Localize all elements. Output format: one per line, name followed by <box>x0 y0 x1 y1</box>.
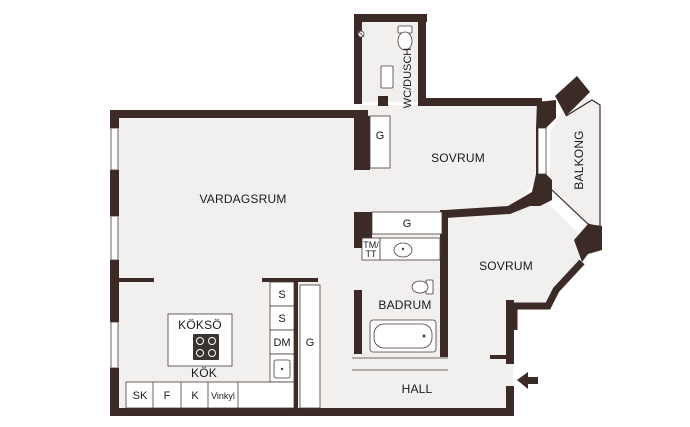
wall-left-4 <box>110 368 119 416</box>
window-living-1 <box>110 127 119 171</box>
balcony-rail <box>551 99 601 229</box>
room-label-living: VARDAGSRUM <box>199 192 286 206</box>
bathtub-icon <box>369 319 437 353</box>
wall-wc-right <box>418 14 426 106</box>
shower-icon <box>356 29 365 38</box>
sink-icon <box>380 65 394 89</box>
label-tmtt: TM/TT <box>363 240 379 259</box>
balcony-floor <box>550 90 600 230</box>
label-vinkyl: Vinkyl <box>211 391 235 401</box>
bedroom2-floor <box>445 195 585 362</box>
label-dm: DM <box>273 337 290 349</box>
wall-kitchen-div <box>294 280 298 410</box>
wall-g-pillar <box>354 116 370 170</box>
closet-g-hall <box>299 284 321 409</box>
stove-icon <box>193 334 219 360</box>
wall-hall-stub <box>490 355 512 359</box>
label-k: K <box>191 390 199 402</box>
wall-right-lower <box>506 300 514 364</box>
label-g-hall: G <box>306 337 315 349</box>
wall-left-3 <box>110 260 119 322</box>
sink-icon <box>273 359 291 379</box>
wall-left-2 <box>110 170 119 216</box>
room-label-bathroom: BADRUM <box>378 298 431 312</box>
label-s2: S <box>278 313 285 325</box>
closet-g-corridor <box>371 211 443 235</box>
wall-kitchen-stub <box>118 278 154 282</box>
label-tmtt-top: TM/ <box>363 240 379 250</box>
windows <box>110 127 547 369</box>
room-label-island: KÖKSÖ <box>178 318 222 332</box>
wall-wc-left <box>354 14 362 104</box>
label-s1: S <box>278 289 285 301</box>
room-label-balcony: BALKONG <box>572 130 586 189</box>
window-bedroom <box>537 127 547 175</box>
room-label-kitchen: KÖK <box>191 366 217 380</box>
wall-bottom <box>110 408 514 416</box>
room-label-hall: HALL <box>402 382 433 396</box>
toilet-icon <box>397 25 413 51</box>
wall-balcony-bottom <box>574 224 602 262</box>
label-g-bedroom: G <box>376 130 385 142</box>
room-label-bedroom1: SOVRUM <box>431 151 485 165</box>
wall-top-living <box>110 110 368 118</box>
label-sk: SK <box>133 390 148 402</box>
room-label-wc: WC/DUSCH <box>402 48 414 109</box>
wall-bath-left <box>354 290 362 354</box>
counter-bottom <box>125 381 295 409</box>
wall-left-1 <box>110 110 119 128</box>
cabinet-dm <box>269 329 295 355</box>
wall-bath-right <box>440 210 448 357</box>
window-living-3 <box>110 321 119 369</box>
wall-right-hall <box>506 386 514 416</box>
label-tmtt-bottom: TT <box>366 249 377 259</box>
window-living-2 <box>110 215 119 261</box>
wall-balcony-top <box>555 76 590 116</box>
walls <box>110 14 602 416</box>
sink-icon <box>393 242 413 258</box>
room-label-bedroom2: SOVRUM <box>479 259 533 273</box>
wall-bedroom-right <box>445 100 556 218</box>
wall-bedroom-top <box>418 98 542 106</box>
cabinet-s1 <box>269 281 295 307</box>
closet-g-bedroom <box>369 115 391 169</box>
wall-wc-bottom <box>378 96 388 106</box>
label-f: F <box>164 390 171 402</box>
label-g-corridor: G <box>403 218 412 230</box>
entrance-arrow-icon <box>517 372 538 389</box>
wall-bedroom2-diag <box>510 259 585 330</box>
wall-kitchen-cab-top <box>262 278 318 282</box>
wall-wc-top <box>354 14 427 22</box>
toilet-icon <box>411 279 434 295</box>
